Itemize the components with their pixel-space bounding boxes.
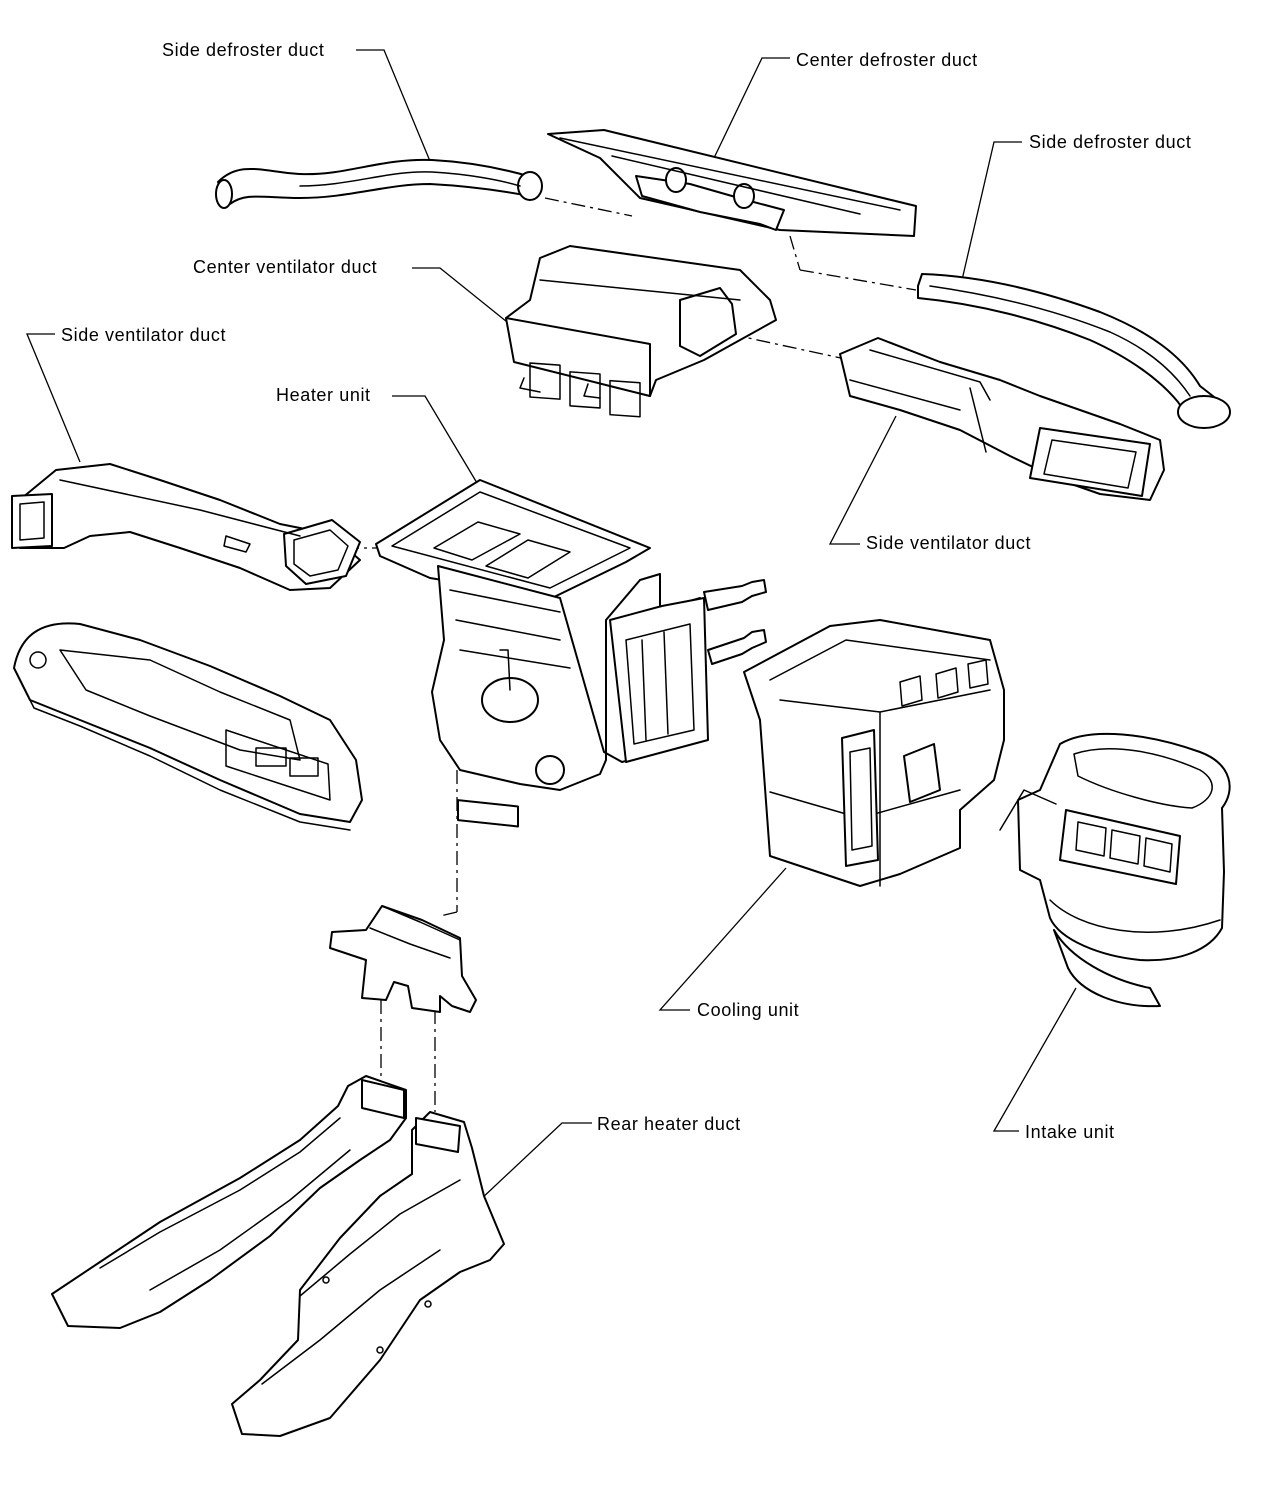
- leader-side-ventilator-right: [828, 415, 897, 545]
- cooling-unit-part: [743, 619, 1005, 887]
- label-rear-heater-duct: Rear heater duct: [597, 1114, 741, 1134]
- label-side-ventilator-duct-left: Side ventilator duct: [61, 325, 226, 345]
- label-side-ventilator-duct-right: Side ventilator duct: [866, 533, 1031, 553]
- label-intake-unit: Intake unit: [1025, 1122, 1115, 1142]
- label-side-defroster-duct-left: Side defroster duct: [162, 40, 324, 60]
- leader-side-defroster-right: [961, 141, 1022, 281]
- leader-center-defroster: [713, 57, 790, 159]
- intake-unit-part: [999, 732, 1231, 1008]
- leader-intake-unit: [992, 987, 1077, 1132]
- label-center-ventilator-duct: Center ventilator duct: [193, 257, 377, 277]
- instrument-panel-part: [13, 622, 363, 831]
- center-ventilator-duct-part: [505, 245, 777, 418]
- leader-side-ventilator-left: [26, 333, 81, 463]
- side-ventilator-duct-right-part: [839, 337, 1165, 501]
- side-defroster-duct-left-part: [215, 158, 543, 209]
- label-side-defroster-duct-right: Side defroster duct: [1029, 132, 1191, 152]
- label-center-defroster-duct: Center defroster duct: [796, 50, 978, 70]
- side-ventilator-duct-left-part: [11, 463, 361, 591]
- leader-cooling-unit: [658, 867, 787, 1011]
- rear-heater-duct-part: [51, 1075, 505, 1437]
- side-defroster-duct-right-part: [917, 273, 1231, 429]
- leader-rear-heater-duct: [462, 1122, 592, 1217]
- leader-center-ventilator: [412, 267, 513, 327]
- leader-heater-unit: [392, 395, 481, 489]
- rear-heater-adapter-part: [329, 905, 477, 1013]
- label-heater-unit: Heater unit: [276, 385, 371, 405]
- leader-lines: [26, 49, 1077, 1217]
- leader-side-defroster-left: [356, 49, 433, 167]
- center-defroster-duct-part: [547, 129, 917, 237]
- label-cooling-unit: Cooling unit: [697, 1000, 799, 1020]
- heater-unit-part: [375, 479, 767, 828]
